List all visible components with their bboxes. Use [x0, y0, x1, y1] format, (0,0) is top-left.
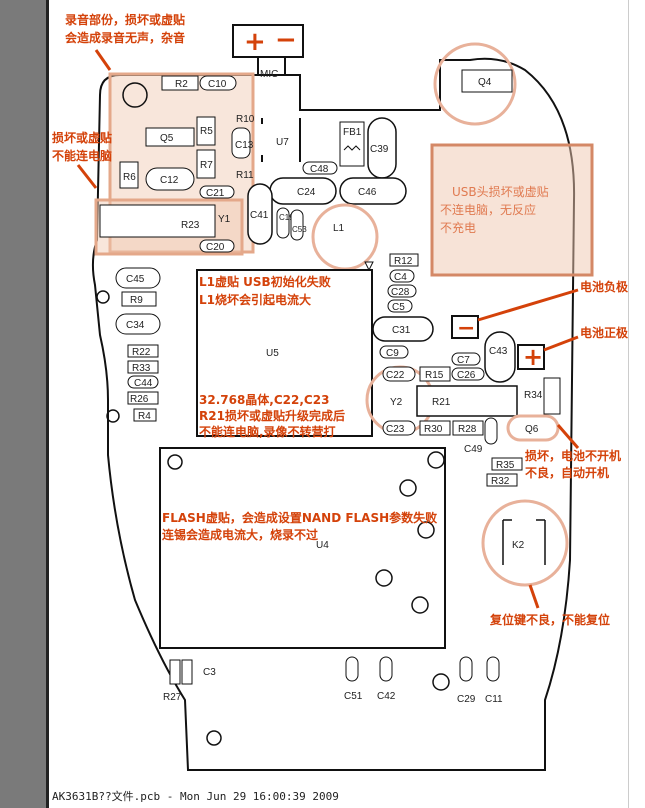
- silk-y1: Y1: [218, 214, 231, 225]
- silk-c46: C46: [358, 187, 377, 198]
- chip-u5: [196, 269, 373, 437]
- chip-u4: [159, 447, 446, 649]
- silk-fb1: FB1: [343, 127, 362, 138]
- silk-r35: R35: [496, 460, 515, 471]
- viewer-frame-border: [46, 0, 49, 808]
- q6-note-1: 损坏，电池不开机: [525, 448, 621, 463]
- usb-connector-highlight: [430, 143, 594, 277]
- silk-u5: U5: [266, 348, 279, 359]
- silk-c44: C44: [134, 378, 153, 389]
- board-outline: [91, 57, 576, 771]
- silk-mic: MIC: [260, 69, 278, 80]
- silk-c43: C43: [489, 346, 508, 357]
- silk-r27: R27: [163, 692, 182, 703]
- usb-note-2: 不连电脑，无反应: [440, 202, 536, 217]
- silk-r5: R5: [200, 126, 213, 137]
- q6-note-2: 不良，自动开机: [525, 465, 609, 480]
- silk-y2: Y2: [390, 397, 403, 408]
- silk-c5: C5: [392, 302, 405, 313]
- silk-r22: R22: [132, 347, 151, 358]
- silk-c22: C22: [386, 370, 405, 381]
- silk-r32: R32: [491, 476, 510, 487]
- silk-c41: C41: [250, 210, 269, 221]
- silk-c10: C10: [208, 79, 227, 90]
- silk-c21: C21: [206, 188, 225, 199]
- silk-c4: C4: [394, 272, 407, 283]
- mic-minus: −: [275, 25, 297, 55]
- reset-note: 复位键不良，不能复位: [489, 612, 610, 627]
- mic-connector: [232, 24, 304, 58]
- silk-q6: Q6: [525, 424, 539, 435]
- silk-r28: R28: [458, 424, 477, 435]
- record-note-2: 会造成录音无声，杂音: [65, 30, 185, 45]
- silk-r21: R21: [432, 397, 451, 408]
- silk-c19: C19: [279, 213, 294, 222]
- flash-note-1: FLASH虚贴，会造成设置NAND FLASH参数失败: [162, 510, 437, 525]
- silk-r9: R9: [130, 295, 143, 306]
- silk-c45: C45: [126, 274, 145, 285]
- crystal-left-note-1: 损坏或虚贴: [52, 130, 112, 145]
- silk-r12: R12: [394, 256, 413, 267]
- flash-note-2: 连锡会造成电流大，烧录不过: [162, 527, 318, 542]
- mic-plus: +: [244, 27, 266, 57]
- usb-note-1: USB头损坏或虚贴: [452, 185, 549, 199]
- silk-c26: C26: [457, 370, 476, 381]
- battery-positive-symbol: +: [523, 343, 543, 371]
- silk-c48: C48: [310, 164, 329, 175]
- viewer-frame-left: [0, 0, 46, 808]
- silk-c29: C29: [457, 694, 476, 705]
- crystal-note-1: 32.768晶体,C22,C23: [199, 392, 329, 407]
- silk-c13: C13: [235, 140, 254, 151]
- crystal-note-2: R21损坏或虚贴升级完成后: [199, 408, 345, 423]
- crystal-note-3: 不能连电脑,录像不转营打: [199, 424, 336, 439]
- silk-r30: R30: [424, 424, 443, 435]
- silk-c31: C31: [392, 325, 411, 336]
- silk-q5: Q5: [160, 133, 174, 144]
- silk-r23: R23: [181, 220, 200, 231]
- silk-c42: C42: [377, 691, 396, 702]
- silk-c28: C28: [391, 287, 410, 298]
- silk-r33: R33: [132, 363, 151, 374]
- l1-note-2: L1烧坏会引起电流大: [199, 292, 311, 307]
- silk-r2: R2: [175, 79, 188, 90]
- silk-k2: K2: [512, 540, 525, 551]
- battery-negative-symbol: −: [457, 316, 475, 341]
- battery-positive-label: 电池正极: [580, 325, 629, 340]
- silk-c24: C24: [297, 187, 316, 198]
- silk-q4: Q4: [478, 77, 492, 88]
- silk-r4: R4: [138, 411, 151, 422]
- battery-negative-label: 电池负极: [580, 279, 629, 294]
- silk-c7: C7: [457, 355, 470, 366]
- silk-c11: C11: [485, 694, 503, 705]
- silk-r11: R11: [236, 170, 254, 181]
- silk-u7: U7: [276, 137, 289, 148]
- silk-c23: C23: [386, 424, 405, 435]
- l1-note-1: L1虚贴 USB初始化失败: [199, 274, 331, 289]
- silk-r6: R6: [123, 172, 136, 183]
- silk-r10: R10: [236, 114, 255, 125]
- silk-c20: C20: [206, 242, 225, 253]
- silk-l1: L1: [333, 223, 345, 234]
- silk-r15: R15: [425, 370, 444, 381]
- usb-note-3: 不充电: [440, 220, 476, 235]
- footer-filename: AK3631B??文件.pcb - Mon Jun 29 16:00:39 20…: [52, 789, 339, 803]
- viewer-frame-right: [628, 0, 645, 808]
- silk-c34: C34: [126, 320, 145, 331]
- silk-c12: C12: [160, 175, 179, 186]
- silk-u4: U4: [316, 540, 329, 551]
- silk-c51: C51: [344, 691, 363, 702]
- silk-r26: R26: [130, 394, 149, 405]
- silk-r7: R7: [200, 160, 213, 171]
- silk-c3: C3: [203, 667, 216, 678]
- crystal-left-note-2: 不能连电脑: [52, 148, 112, 163]
- silk-c49: C49: [464, 444, 483, 455]
- battery-positive-pad: [517, 344, 545, 370]
- silk-c53: C53: [292, 225, 307, 234]
- record-note-1: 录音部份，损坏或虚贴: [65, 12, 185, 27]
- silk-r34: R34: [524, 390, 543, 401]
- battery-negative-pad: [451, 315, 479, 339]
- silk-c9: C9: [386, 348, 399, 359]
- silk-c39: C39: [370, 144, 389, 155]
